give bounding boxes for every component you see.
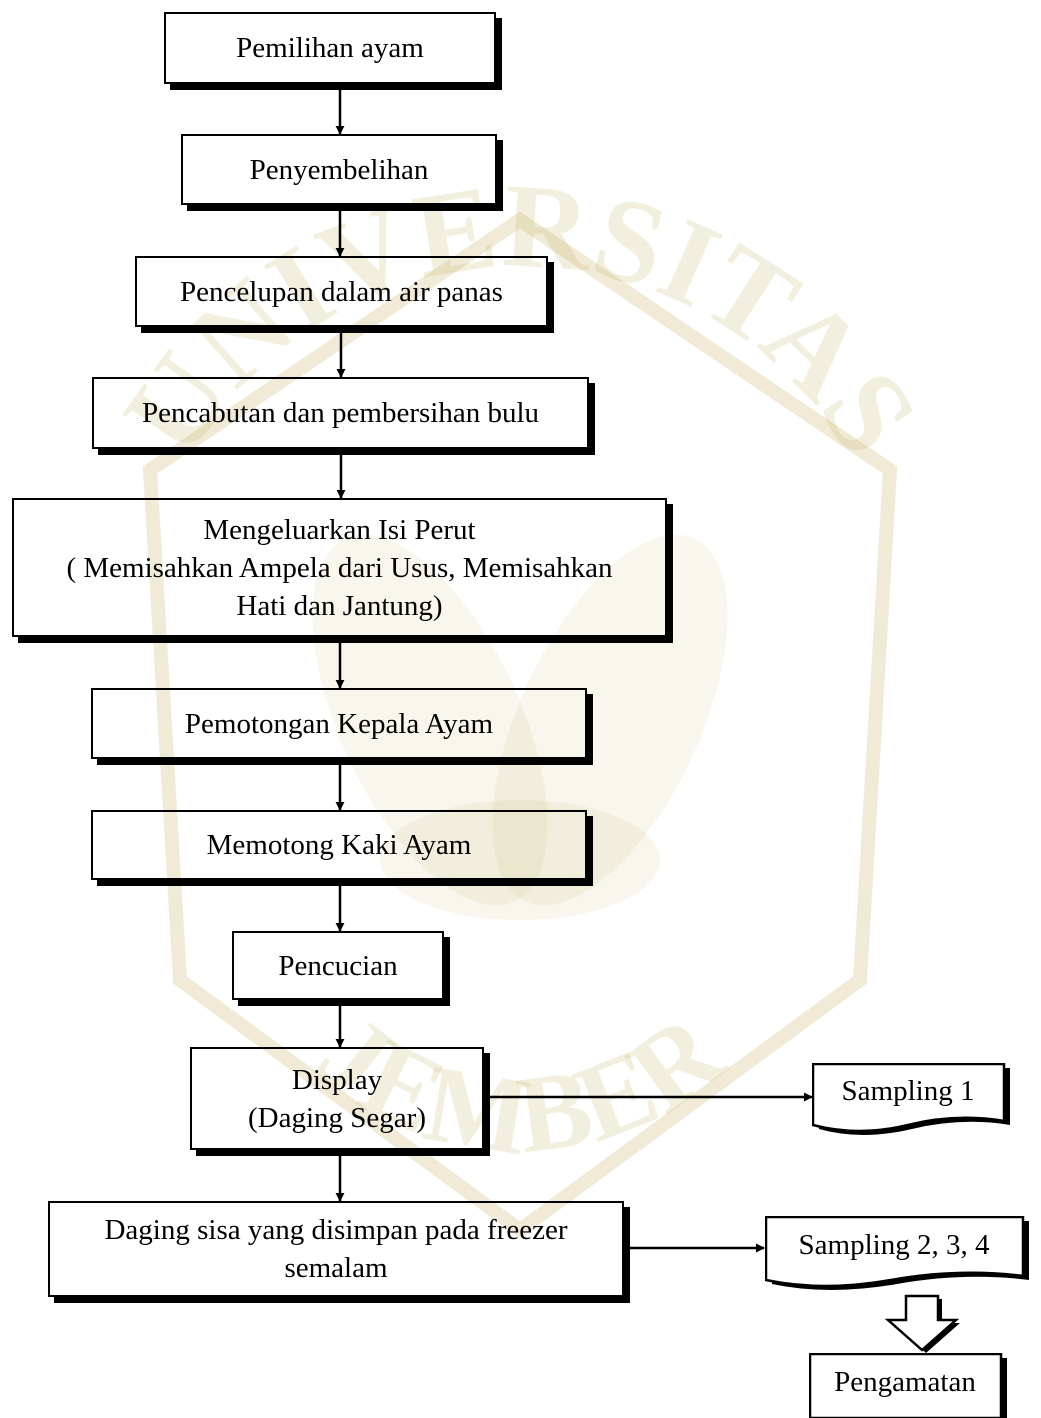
step-5-line-2: ( Memisahkan Ampela dari Usus, Memisahka… <box>66 551 613 584</box>
step-pencabutan-bulu: Pencabutan dan pembersihan bulu <box>92 377 589 449</box>
step-memotong-kaki: Memotong Kaki Ayam <box>91 810 587 880</box>
step-9-line-1: Display <box>291 1063 383 1096</box>
step-pemotongan-kepala: Pemotongan Kepala Ayam <box>91 688 587 759</box>
step-2-line-1: Penyembelihan <box>249 153 429 186</box>
step-4-line-1: Pencabutan dan pembersihan bulu <box>141 397 540 429</box>
step-10-line-1: Daging sisa yang disimpan pada freezer <box>104 1214 568 1246</box>
pengamatan-label: Pengamatan <box>834 1366 976 1398</box>
step-display: Display (Daging Segar) <box>190 1047 484 1150</box>
step-6-line-1: Pemotongan Kepala Ayam <box>184 707 494 740</box>
step-daging-sisa-freezer: Daging sisa yang disimpan pada freezer s… <box>48 1201 624 1297</box>
step-pemilihan-ayam: Pemilihan ayam <box>164 12 496 84</box>
sampling-1-label: Sampling 1 <box>841 1075 975 1107</box>
step-1-line-1: Pemilihan ayam <box>236 32 424 64</box>
step-pencelupan: Pencelupan dalam air panas <box>135 256 548 327</box>
step-8-line-1: Pencucian <box>278 949 398 982</box>
step-penyembelihan: Penyembelihan <box>181 134 497 205</box>
sampling-2-label: Sampling 2, 3, 4 <box>798 1229 990 1261</box>
step-10-line-2: semalam <box>284 1252 388 1284</box>
step-5-line-1: Mengeluarkan Isi Perut <box>203 513 476 546</box>
step-9-line-2: (Daging Segar) <box>248 1101 426 1134</box>
pengamatan-document: Pengamatan <box>809 1353 1009 1418</box>
step-3-line-1: Pencelupan dalam air panas <box>180 275 503 308</box>
step-mengeluarkan-isi-perut: Mengeluarkan Isi Perut ( Memisahkan Ampe… <box>12 498 667 637</box>
sampling-2-document: Sampling 2, 3, 4 <box>765 1216 1031 1296</box>
step-pencucian: Pencucian <box>232 931 444 1000</box>
step-5-line-3: Hati dan Jantung) <box>236 589 443 622</box>
step-7-line-1: Memotong Kaki Ayam <box>206 829 472 861</box>
hollow-down-arrow <box>884 1294 960 1353</box>
sampling-1-document: Sampling 1 <box>812 1063 1012 1141</box>
